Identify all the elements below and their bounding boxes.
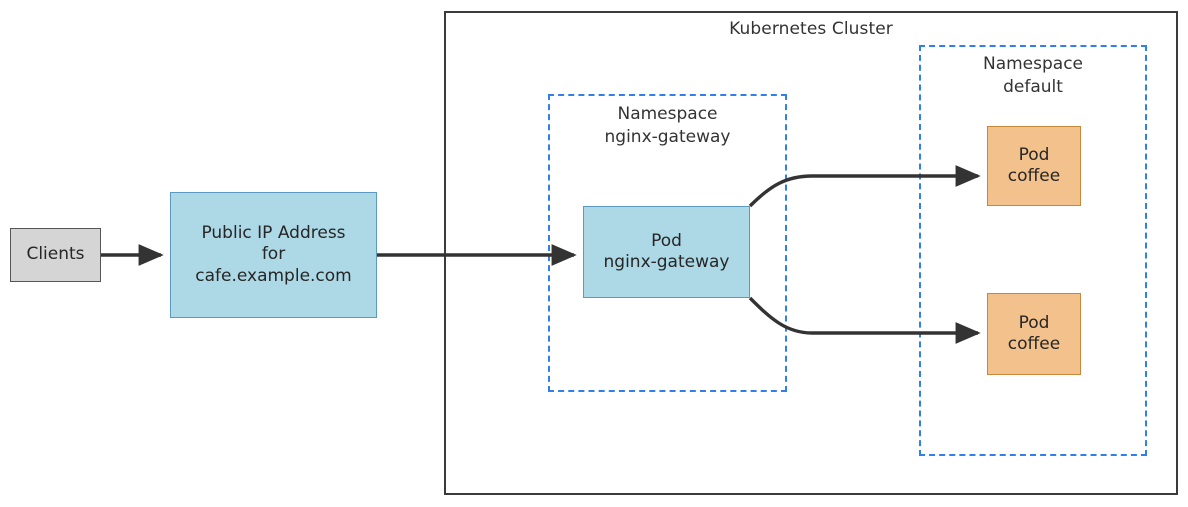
node-pod-coffee-bottom: Pod coffee: [987, 293, 1081, 375]
node-pod-nginx-gateway: Pod nginx-gateway: [583, 206, 750, 298]
node-pod-coffee-top: Pod coffee: [987, 126, 1081, 206]
node-clients: Clients: [10, 228, 101, 282]
namespace-default-label: Namespace default: [982, 54, 1084, 97]
kubernetes-cluster-container: [444, 11, 1178, 495]
namespace-default-container: [919, 45, 1147, 456]
kubernetes-cluster-label: Kubernetes Cluster: [729, 19, 893, 39]
namespace-nginx-gateway-label: Namespace nginx-gateway: [604, 104, 731, 147]
node-public-ip-address: Public IP Address for cafe.example.com: [170, 192, 377, 318]
namespace-nginx-gateway-container: [548, 94, 787, 392]
